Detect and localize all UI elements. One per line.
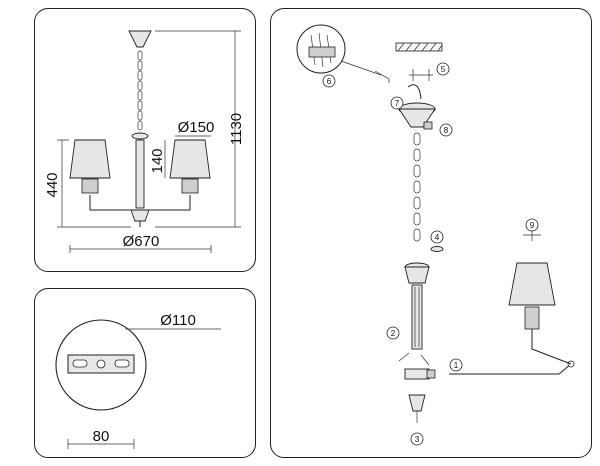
column-flutes xyxy=(414,287,420,347)
left-lamp-shade xyxy=(69,139,111,179)
central-column xyxy=(135,139,145,209)
mount-distance-line xyxy=(67,439,135,449)
shade-height-label: 140 xyxy=(149,148,166,173)
column-cap xyxy=(131,132,149,140)
chain xyxy=(137,50,143,131)
assembly-arm xyxy=(449,363,572,375)
step-callout-2: 2 xyxy=(386,326,400,340)
step-callout-5: 5 xyxy=(436,62,450,76)
step-5-number: 5 xyxy=(441,65,446,74)
step-8-number: 8 xyxy=(444,126,449,135)
ring-nut xyxy=(430,246,444,252)
wiring-leader xyxy=(340,60,382,76)
assembly-column xyxy=(411,284,423,350)
step-1-number: 1 xyxy=(454,361,459,370)
step-callout-1: 1 xyxy=(449,358,463,372)
arm-lamp-stem xyxy=(531,329,572,365)
step-callout-7: 7 xyxy=(390,96,404,110)
body-height-label: 440 xyxy=(44,172,61,197)
chandelier-dimension-drawing: 1130 440 140 Ø150 Ø670 xyxy=(44,30,245,253)
hook xyxy=(407,84,422,100)
ceiling-hatch xyxy=(395,42,443,52)
terminal-block xyxy=(308,46,336,58)
step-callout-3: 3 xyxy=(410,432,424,446)
step-6-number: 6 xyxy=(327,77,332,86)
span-diameter-label: Ø670 xyxy=(123,233,160,250)
dimensions-panel: 1130 440 140 Ø150 Ø670 xyxy=(34,8,256,272)
canopy-diameter-label: Ø110 xyxy=(160,312,196,329)
step-2-number: 2 xyxy=(391,329,396,338)
mounting-slot-left xyxy=(72,359,88,368)
body-height-dimension-line xyxy=(57,139,131,228)
canopy-panel: Ø110 80 xyxy=(34,288,256,458)
arm-hub xyxy=(404,368,430,380)
canopy-drawing: Ø110 80 xyxy=(55,312,221,449)
locking-screw xyxy=(423,121,433,130)
span-dimension-line xyxy=(69,245,212,253)
assembly-panel: 1 2 3 4 5 6 7 8 xyxy=(270,8,592,458)
assembly-drawing: 1 2 3 4 5 6 7 8 xyxy=(296,24,575,446)
step-callout-6: 6 xyxy=(322,74,336,88)
assembly-chain xyxy=(413,132,421,242)
column-cup xyxy=(404,266,430,284)
step-7-number: 7 xyxy=(395,99,400,108)
mounting-bracket xyxy=(374,70,390,83)
arm-risers xyxy=(89,195,191,210)
bottom-finial xyxy=(130,209,150,222)
right-lamp-holder xyxy=(181,178,199,194)
mount-distance-label: 80 xyxy=(93,428,110,445)
assembly-finial xyxy=(408,394,426,412)
ceiling-screws xyxy=(409,69,433,81)
step-4-number: 4 xyxy=(435,233,440,242)
right-lamp-shade xyxy=(169,139,211,179)
hub-socket xyxy=(426,369,436,379)
bulb-cap xyxy=(523,231,541,241)
step-callout-9: 9 xyxy=(525,218,539,232)
shade-diameter-label: Ø150 xyxy=(178,119,215,136)
total-height-dimension-line xyxy=(155,30,241,228)
left-lamp-holder xyxy=(81,178,99,194)
step-3-number: 3 xyxy=(415,435,420,444)
step-callout-8: 8 xyxy=(439,123,453,137)
canopy-cup xyxy=(128,30,152,48)
step-9-number: 9 xyxy=(530,221,535,230)
hub-screws xyxy=(398,352,430,366)
mounting-slot-right xyxy=(114,359,130,368)
arm-lamp-holder xyxy=(524,306,540,330)
step-callout-4: 4 xyxy=(430,230,444,244)
arm-lamp-shade xyxy=(508,262,556,306)
total-height-label: 1130 xyxy=(228,113,245,145)
center-hole xyxy=(96,359,106,369)
